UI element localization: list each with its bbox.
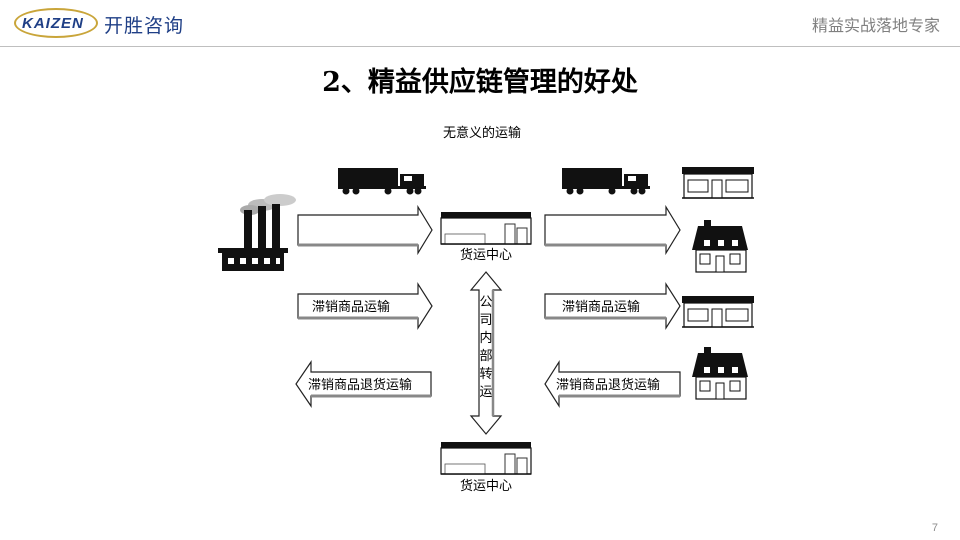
header-divider [0, 46, 960, 47]
internal-transfer-label: 公司内部转运 [479, 295, 492, 400]
left-returns-label: 滞销商品退货运输 [308, 377, 412, 393]
store-icon [681, 166, 755, 199]
freight-center-label: 货运中心 [460, 247, 512, 263]
arrow-internal-transfer [469, 271, 503, 435]
warehouse-icon [440, 211, 532, 245]
truck-icon [338, 168, 426, 195]
right-slow-moving-label: 滞销商品运输 [562, 299, 640, 315]
logo-oval [14, 8, 98, 38]
warehouse-icon [440, 441, 532, 475]
kaizen-logo: KAIZEN 开胜咨询 [14, 6, 204, 42]
arrow-right-slow-moving [544, 281, 681, 331]
arrow-left-slow-moving [297, 281, 433, 331]
arrow-factory-to-center [297, 204, 433, 256]
right-returns-label: 滞销商品退货运输 [556, 377, 660, 393]
store-icon [681, 295, 755, 328]
truck-icon [562, 168, 650, 195]
freight-center-label: 货运中心 [460, 478, 512, 494]
factory-icon [218, 194, 296, 271]
page-title: 2、精益供应链管理的好处 [322, 67, 638, 98]
house-icon [691, 219, 749, 273]
arrow-center-to-customers [544, 204, 681, 256]
logo-company-name: 开胜咨询 [104, 15, 185, 37]
header-slogan: 精益实战落地专家 [811, 16, 940, 35]
house-icon [691, 346, 749, 400]
page-number: 7 [931, 522, 938, 534]
diagram-caption: 无意义的运输 [443, 125, 521, 141]
logo-text: KAIZEN [22, 15, 84, 32]
arrow-left-returns [295, 360, 432, 408]
left-slow-moving-label: 滞销商品运输 [312, 299, 390, 315]
arrow-right-returns [544, 359, 681, 409]
